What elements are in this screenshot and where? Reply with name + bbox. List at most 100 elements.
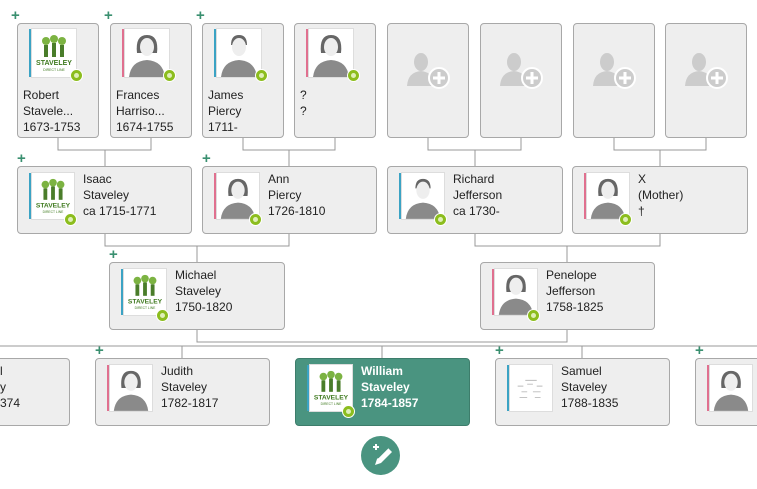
person-photo[interactable]: STAVELEY DIRECT LINE: [307, 364, 353, 412]
person-photo[interactable]: [107, 364, 153, 412]
record-hint-icon[interactable]: [434, 213, 447, 226]
female-silhouette-icon: [313, 35, 349, 77]
record-hint-icon[interactable]: [249, 213, 262, 226]
person-given-name: l: [0, 364, 3, 378]
male-silhouette-icon: [221, 35, 257, 77]
add-person-card[interactable]: [573, 23, 655, 138]
person-lifespan: 1674-1755: [116, 120, 174, 134]
person-photo[interactable]: [122, 28, 170, 78]
record-hint-icon[interactable]: [156, 309, 169, 322]
female-indicator: [707, 365, 709, 411]
person-photo[interactable]: [584, 172, 630, 220]
male-indicator: [507, 365, 509, 411]
person-surname: Staveley: [175, 284, 222, 298]
person-surname: Harriso...: [116, 104, 165, 118]
female-indicator: [584, 173, 586, 219]
record-hint-icon[interactable]: [255, 69, 268, 82]
expand-ancestors-icon[interactable]: +: [11, 7, 20, 24]
person-surname: Stavele...: [23, 104, 74, 118]
expand-ancestors-icon[interactable]: +: [17, 150, 26, 167]
person-surname: ?: [300, 104, 307, 118]
person-lifespan: 374: [0, 396, 21, 410]
svg-text:DIRECT LINE: DIRECT LINE: [135, 306, 156, 310]
person-surname: Jefferson: [453, 188, 503, 202]
record-hint-icon[interactable]: [342, 405, 355, 418]
person-lifespan: 1673-1753: [23, 120, 81, 134]
expand-ancestors-icon[interactable]: +: [104, 7, 113, 24]
person-surname: Staveley: [83, 188, 130, 202]
person-photo[interactable]: [399, 172, 445, 220]
person-card-unknown[interactable]: ??: [294, 23, 376, 138]
person-photo[interactable]: STAVELEY DIRECT LINE: [121, 268, 167, 316]
person-card-partial-right[interactable]: [695, 358, 757, 426]
add-person-icon: [407, 53, 450, 89]
person-photo[interactable]: STAVELEY DIRECT LINE: [29, 28, 77, 78]
record-hint-icon[interactable]: [64, 213, 77, 226]
record-hint-icon[interactable]: [619, 213, 632, 226]
add-person-card[interactable]: [387, 23, 469, 138]
person-surname: Staveley: [161, 380, 208, 394]
expand-ancestors-icon[interactable]: +: [109, 246, 118, 263]
male-indicator: [121, 269, 123, 315]
person-photo[interactable]: [306, 28, 354, 78]
person-details: ??: [300, 87, 307, 135]
add-person-card[interactable]: [665, 23, 747, 138]
person-lifespan: †: [638, 204, 645, 218]
person-given-name: Richard: [453, 172, 495, 186]
record-hint-icon[interactable]: [527, 309, 540, 322]
add-edit-pencil-icon: [373, 444, 392, 465]
expand-ancestors-icon[interactable]: +: [95, 342, 104, 359]
person-photo[interactable]: [214, 28, 262, 78]
expand-ancestors-icon[interactable]: +: [495, 342, 504, 359]
add-person-card[interactable]: [480, 23, 562, 138]
person-photo[interactable]: [214, 172, 260, 220]
male-indicator: [29, 29, 31, 77]
record-hint-icon[interactable]: [70, 69, 83, 82]
person-photo[interactable]: STAVELEY DIRECT LINE: [29, 172, 75, 220]
person-surname: Piercy: [268, 188, 302, 202]
add-edit-button[interactable]: [361, 436, 400, 475]
record-hint-icon[interactable]: [163, 69, 176, 82]
svg-text:STAVELEY: STAVELEY: [36, 202, 71, 209]
female-silhouette-icon: [713, 370, 749, 411]
person-card-x-mother[interactable]: X(Mother)†: [572, 166, 748, 234]
staveley-logo: STAVELEY DIRECT LINE: [314, 370, 349, 406]
person-photo[interactable]: [707, 364, 753, 412]
person-lifespan: ca 1715-1771: [83, 204, 157, 218]
person-given-name: Robert: [23, 88, 60, 102]
male-silhouette-icon: [405, 178, 441, 219]
expand-ancestors-icon[interactable]: +: [202, 150, 211, 167]
expand-ancestors-icon[interactable]: +: [196, 7, 205, 24]
person-given-name: Judith: [161, 364, 194, 378]
person-given-name: James: [208, 88, 244, 102]
person-surname: Staveley: [361, 380, 410, 394]
person-photo[interactable]: [492, 268, 538, 316]
person-surname: (Mother): [638, 188, 684, 202]
record-hint-icon[interactable]: [347, 69, 360, 82]
female-silhouette-icon: [129, 35, 165, 77]
person-lifespan: ca 1730-: [453, 204, 500, 218]
person-photo[interactable]: [507, 364, 553, 412]
staveley-logo: STAVELEY DIRECT LINE: [36, 35, 72, 72]
female-silhouette-icon: [220, 178, 256, 219]
person-surname: Piercy: [208, 104, 242, 118]
person-surname: y: [0, 380, 6, 394]
expand-ancestors-icon[interactable]: +: [695, 342, 704, 359]
person-given-name: ?: [300, 88, 307, 102]
